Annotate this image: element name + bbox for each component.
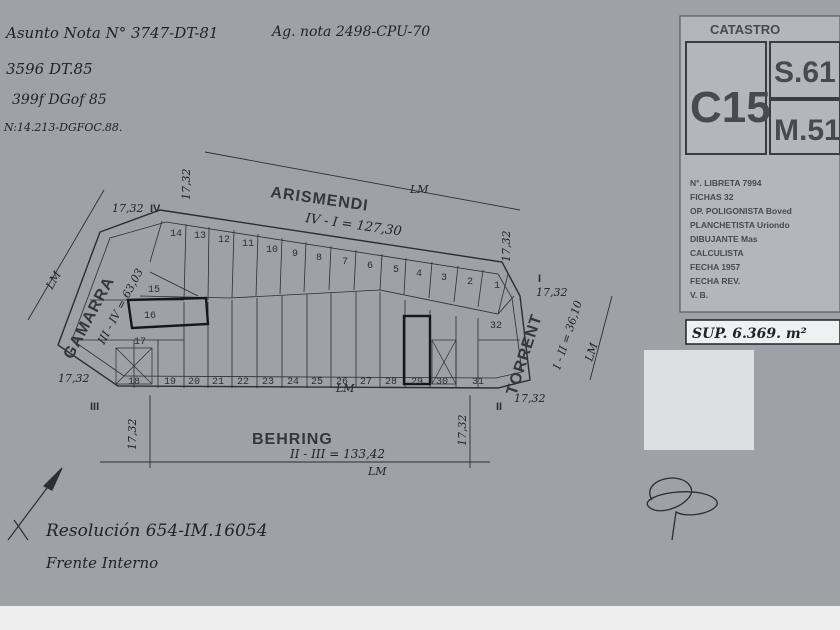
svg-text:LM: LM (367, 465, 387, 478)
svg-text:13: 13 (194, 231, 206, 242)
paper-patch (644, 350, 754, 450)
svg-text:14: 14 (170, 229, 182, 240)
svg-text:16: 16 (144, 311, 156, 322)
note-line-1: Asunto Nota N° 3747-DT-81 (4, 24, 218, 42)
note-line-4: N:14.213-DGFOC.88. (3, 121, 122, 134)
svg-text:V. B.: V. B. (690, 290, 708, 300)
svg-text:17,32: 17,32 (456, 415, 469, 447)
svg-text:1: 1 (494, 281, 500, 292)
stamp-circ: C15 (690, 83, 771, 132)
svg-text:17: 17 (134, 337, 146, 348)
line-marks: LM LM LM LM LM (43, 183, 601, 478)
signature-icon (646, 477, 718, 541)
svg-text:PLANCHETISTA Uriondo: PLANCHETISTA Uriondo (690, 220, 790, 230)
note-line-1b: Ag. nota 2498-CPU-70 (270, 24, 430, 40)
street-north-length: IV - I = 127,30 (303, 211, 402, 239)
svg-text:17,32: 17,32 (536, 286, 568, 299)
resolution-note: Resolución 654-IM.16054 (45, 521, 268, 541)
svg-text:17,32: 17,32 (58, 372, 90, 385)
svg-text:I: I (538, 273, 541, 285)
svg-text:32: 32 (490, 321, 502, 332)
scan-margin (0, 606, 840, 630)
lot-numbers-side: 15 16 17 32 (134, 285, 502, 348)
svg-text:17,32: 17,32 (126, 419, 139, 451)
street-east: TORRENT (504, 312, 546, 397)
svg-text:LM: LM (335, 382, 355, 395)
stamp-manzana: M.51 (774, 114, 840, 147)
svg-text:15: 15 (148, 285, 160, 296)
svg-text:24: 24 (287, 377, 299, 388)
svg-text:22: 22 (237, 377, 249, 388)
svg-text:17,32: 17,32 (112, 202, 144, 215)
svg-text:LM: LM (409, 183, 429, 196)
svg-text:LM: LM (582, 341, 601, 364)
svg-text:DIBUJANTE Mas: DIBUJANTE Mas (690, 234, 758, 244)
street-east-length: I - II = 36,10 (550, 299, 585, 372)
svg-text:21: 21 (212, 377, 224, 388)
svg-text:19: 19 (164, 377, 176, 388)
north-arrow-icon (7, 467, 63, 541)
svg-text:5: 5 (393, 265, 399, 276)
stamp-rows: N°. LIBRETA 7994 FICHAS 32 OP. POLIGONIS… (690, 178, 792, 300)
svg-text:3: 3 (441, 273, 447, 284)
svg-text:2: 2 (467, 277, 473, 288)
svg-text:17,32: 17,32 (514, 392, 546, 405)
svg-text:11: 11 (242, 239, 254, 250)
svg-text:IV: IV (150, 203, 161, 215)
street-south: BEHRING (252, 431, 333, 448)
svg-text:N°. LIBRETA 7994: N°. LIBRETA 7994 (690, 178, 762, 188)
crossed-lots (115, 339, 457, 385)
frente-note: Frente Interno (45, 554, 158, 572)
svg-text:18: 18 (128, 377, 140, 388)
surface-box (685, 319, 840, 345)
svg-text:26: 26 (336, 377, 348, 388)
svg-text:10: 10 (266, 245, 278, 256)
highlighted-lots (126, 296, 432, 386)
lot-numbers-bottom: 18 19 20 21 22 23 24 25 26 27 28 29 30 3… (128, 377, 484, 388)
note-line-2: 3596 DT.85 (6, 60, 93, 78)
svg-text:9: 9 (292, 249, 298, 260)
svg-text:OP. POLIGONISTA Boved: OP. POLIGONISTA Boved (690, 206, 792, 216)
svg-text:4: 4 (416, 269, 422, 280)
cadastre-stamp: CATASTRO C15 S.61 M.51 N°. LIBRETA 7994 … (679, 15, 840, 313)
lot-numbers-top: 1 2 3 4 5 6 7 8 9 10 11 12 13 14 (170, 229, 500, 292)
cadastral-plan: Asunto Nota N° 3747-DT-81 Ag. nota 2498-… (3, 15, 840, 572)
stamp-header: CATASTRO (710, 22, 780, 37)
svg-text:7: 7 (342, 257, 348, 268)
svg-text:25: 25 (311, 377, 323, 388)
street-south-length: II - III = 133,42 (289, 447, 385, 461)
svg-text:17,32: 17,32 (500, 231, 513, 263)
svg-text:FECHA 1957: FECHA 1957 (690, 262, 741, 272)
svg-text:8: 8 (316, 253, 322, 264)
svg-text:III: III (90, 401, 99, 413)
street-north: ARISMENDI (269, 184, 369, 215)
svg-text:28: 28 (385, 377, 397, 388)
svg-text:FECHA REV.: FECHA REV. (690, 276, 740, 286)
svg-text:23: 23 (262, 377, 274, 388)
svg-text:II: II (496, 401, 502, 413)
block-outline (27, 151, 613, 468)
svg-text:6: 6 (367, 261, 373, 272)
svg-text:27: 27 (360, 377, 372, 388)
svg-text:31: 31 (472, 377, 484, 388)
vertex-labels: I II III IV (90, 203, 541, 413)
svg-text:12: 12 (218, 235, 230, 246)
svg-text:CALCULISTA: CALCULISTA (690, 248, 744, 258)
note-line-3: 399f DGof 85 (12, 92, 107, 108)
chamfer-dimensions: 17,32 17,32 17,32 17,32 17,32 17,32 17,3… (58, 169, 568, 451)
stamp-section: S.61 (774, 56, 836, 89)
svg-text:30: 30 (436, 377, 448, 388)
svg-text:FICHAS 32: FICHAS 32 (690, 192, 734, 202)
svg-text:17,32: 17,32 (180, 169, 193, 201)
map-sheet: Asunto Nota N° 3747-DT-81 Ag. nota 2498-… (0, 0, 840, 606)
svg-text:20: 20 (188, 377, 200, 388)
svg-text:29: 29 (411, 377, 423, 388)
surface-value: SUP. 6.369. m² (692, 326, 807, 342)
diagonal-mark (149, 271, 199, 297)
